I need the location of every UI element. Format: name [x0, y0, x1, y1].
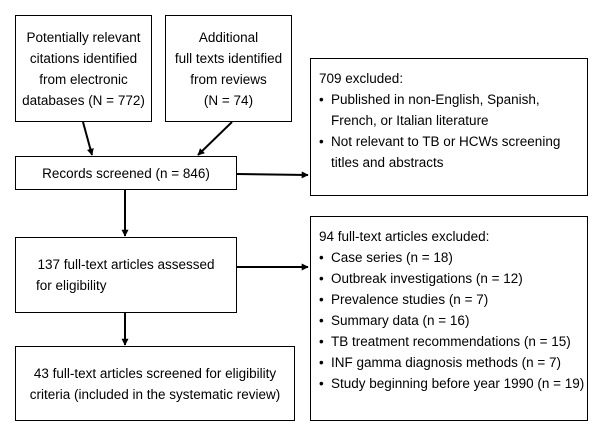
exclusion-list: Case series (n = 18) Outbreak investigat…: [319, 247, 587, 394]
box-line: Records screened (n = 846): [42, 165, 210, 181]
exclusion-list: Published in non-English, Spanish, Frenc…: [319, 89, 587, 173]
box-included-review: 43 full-text articles screened for eligi…: [15, 346, 295, 421]
box-line: full texts identified: [174, 50, 283, 66]
box-line: databases (N = 772): [22, 92, 145, 108]
arrow-screened-to-excluded: [236, 171, 309, 179]
exclusion-heading: 709 excluded:: [319, 71, 404, 86]
box-electronic-databases: Potentially relevant citations identifie…: [15, 15, 152, 122]
box-excluded-first: 709 excluded: Published in non-English, …: [310, 58, 588, 196]
box-line: for eligibility: [36, 278, 107, 293]
box-line: Additional: [198, 29, 259, 45]
box-line: criteria (included in the systematic rev…: [29, 386, 281, 402]
arrow-electronic-to-screened: [82, 121, 94, 156]
exclusion-item-line: titles and abstracts: [331, 155, 444, 170]
box-line: from electronic: [39, 71, 128, 87]
exclusion-item: Outbreak investigations (n = 12): [319, 268, 587, 289]
exclusion-item: Summary data (n = 16): [319, 310, 587, 331]
box-additional-full-texts: Additional full texts identified from re…: [165, 15, 292, 122]
exclusion-item-line: French, or Italian literature: [331, 113, 489, 128]
box-assessed-eligibility: 137 full-text articles assessed for elig…: [15, 237, 237, 313]
box-line: citations identified: [29, 50, 138, 66]
exclusion-item: Prevalence studies (n = 7): [319, 289, 587, 310]
box-line: Potentially relevant: [26, 29, 141, 45]
exclusion-heading: 94 full-text articles excluded:: [319, 229, 490, 244]
box-records-screened: Records screened (n = 846): [15, 156, 237, 190]
exclusion-item: INF gamma diagnosis methods (n = 7): [319, 352, 587, 373]
exclusion-item: Not relevant to TB or HCWs screening tit…: [319, 131, 587, 173]
exclusion-item: TB treatment recommendations (n = 15): [319, 331, 587, 352]
exclusion-item: Study beginning before year 1990 (n = 19…: [319, 373, 587, 394]
box-excluded-second: 94 full-text articles excluded: Case ser…: [310, 216, 588, 421]
exclusion-item: Published in non-English, Spanish, Frenc…: [319, 89, 587, 131]
exclusion-item-line: Not relevant to TB or HCWs screening: [331, 134, 561, 149]
arrow-additional-to-screened: [197, 121, 233, 156]
box-line: 43 full-text articles screened for eligi…: [33, 365, 277, 381]
box-line: (N = 74): [203, 92, 254, 108]
box-line: from reviews: [190, 71, 267, 87]
exclusion-item-line: Published in non-English, Spanish,: [331, 92, 540, 107]
box-line: 137 full-text articles assessed: [37, 257, 215, 272]
exclusion-item: Case series (n = 18): [319, 247, 587, 268]
